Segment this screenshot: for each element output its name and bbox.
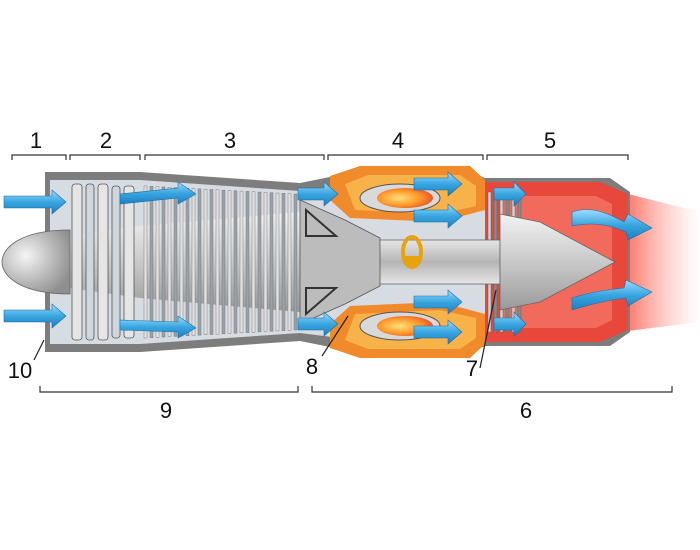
label-1: 1 <box>30 128 42 153</box>
label-2: 2 <box>100 128 112 153</box>
compressor-blade <box>233 190 238 334</box>
compressor-blade <box>257 191 262 333</box>
section-brackets-bottom <box>39 386 673 393</box>
label-10: 10 <box>8 358 32 383</box>
label-8: 8 <box>306 354 318 379</box>
compressor-blade <box>209 189 214 335</box>
compressor-blade <box>155 186 160 338</box>
exhaust-plume <box>620 192 700 332</box>
compressor-blade <box>269 192 274 332</box>
label-3: 3 <box>224 128 236 153</box>
fan-blades <box>71 183 135 341</box>
compressor-blade <box>149 186 154 338</box>
label-6: 6 <box>520 398 532 423</box>
compressor-blade <box>281 193 286 331</box>
compressor-blade <box>185 188 190 336</box>
turbine-cone <box>499 213 616 311</box>
compressor-blade <box>173 187 178 337</box>
compressor-blade <box>143 185 148 339</box>
compressor-blade <box>203 188 208 336</box>
compressor-blade <box>191 188 196 336</box>
compressor-blade <box>227 190 232 334</box>
compressor-blade <box>293 193 298 331</box>
compressor-blade <box>167 187 172 337</box>
label-7: 7 <box>466 356 478 381</box>
compressor-blade <box>263 192 268 332</box>
section-brackets-top <box>11 154 629 160</box>
rotation-arrow-icon <box>401 235 423 270</box>
leader-lines <box>33 289 497 369</box>
compressor-blade <box>179 187 184 337</box>
compressor-blade <box>239 190 244 334</box>
compressor-blade <box>251 191 256 333</box>
label-4: 4 <box>392 128 404 153</box>
compressor-blade <box>287 193 292 331</box>
bearing-struts <box>305 207 339 317</box>
compressor-blade <box>197 188 202 336</box>
airflow-arrows <box>3 171 653 345</box>
combustion-chamber-bottom <box>330 302 485 358</box>
compressor-blade <box>245 191 250 333</box>
label-5: 5 <box>544 128 556 153</box>
compressor-blade <box>221 189 226 335</box>
combustion-chamber-top <box>330 166 485 222</box>
compressor-blade <box>275 192 280 332</box>
nose-spinner <box>1 229 71 295</box>
compressor-blade <box>215 189 220 335</box>
compressor-blades <box>143 185 298 339</box>
compressor-blade <box>161 186 166 338</box>
label-9: 9 <box>160 398 172 423</box>
